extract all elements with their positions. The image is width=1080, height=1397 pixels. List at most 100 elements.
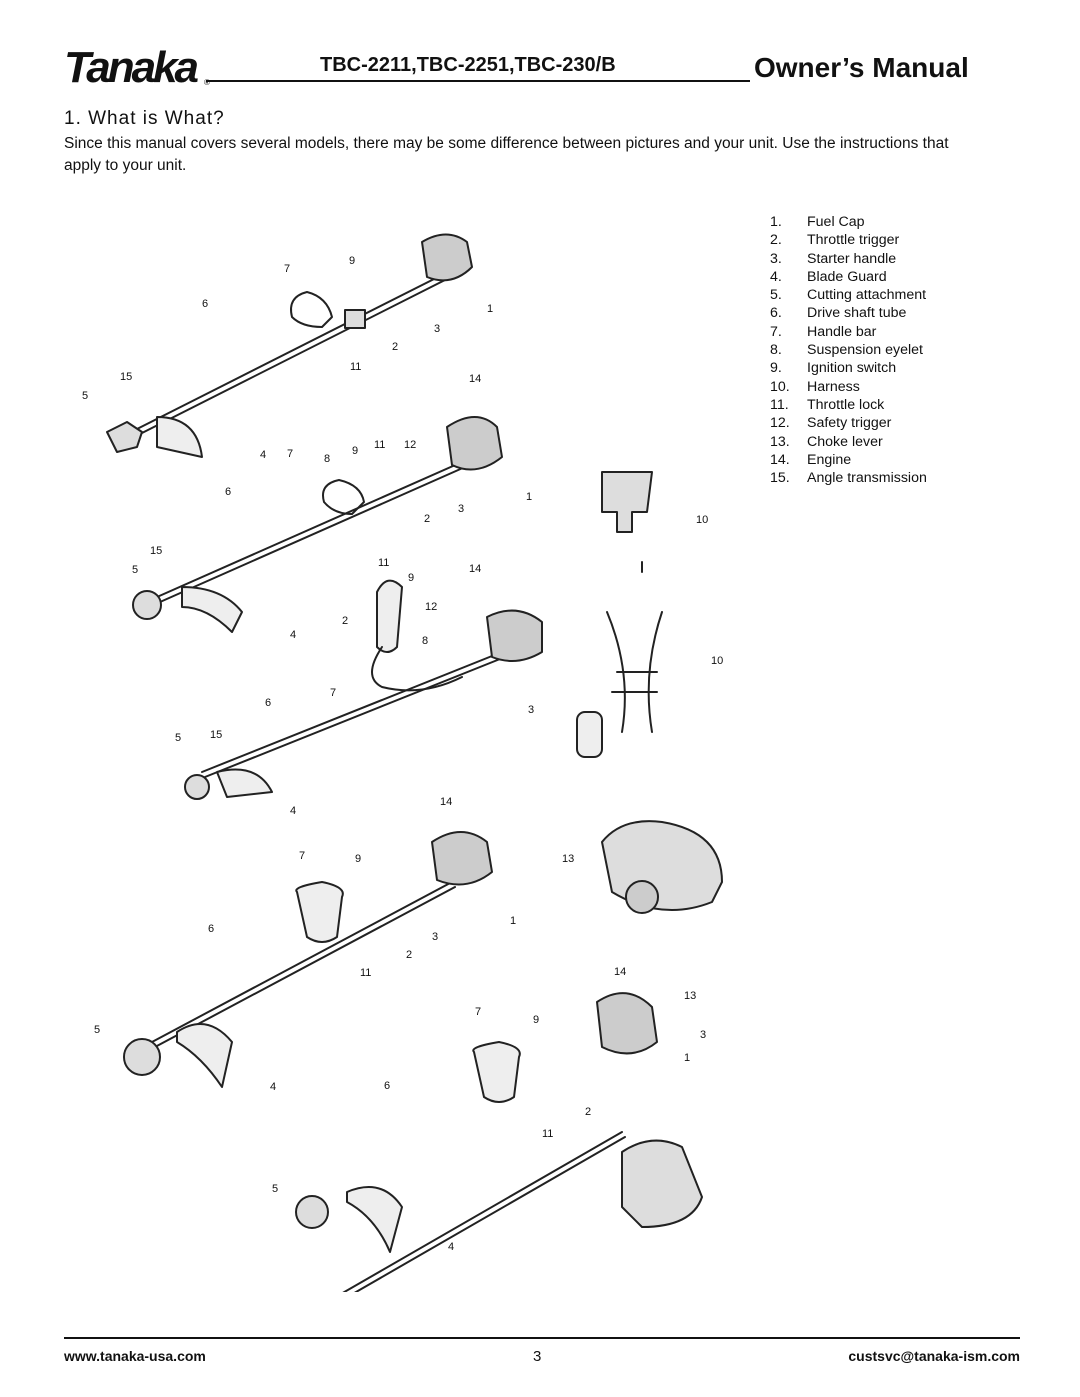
part-number: 14.: [770, 451, 790, 468]
parts-list-item: 2. Throttle trigger: [770, 231, 1010, 249]
part-label: Blade Guard: [807, 268, 887, 285]
unit-2-drawing: [132, 416, 503, 633]
callout: 4: [290, 629, 296, 641]
part-number: 13.: [770, 433, 790, 450]
parts-list-item: 12. Safety trigger: [770, 414, 1010, 432]
parts-list-item: 10. Harness: [770, 378, 1010, 396]
part-number: 2.: [770, 232, 782, 249]
brand-logo: Tanaka: [64, 43, 199, 92]
part-number: 4.: [770, 268, 782, 285]
callout: 4: [290, 805, 296, 817]
callout: 9: [408, 572, 414, 584]
callout: 5: [175, 732, 181, 744]
part-number: 9.: [770, 360, 782, 377]
callout: 9: [352, 445, 358, 457]
part-number: 5.: [770, 287, 782, 304]
callout: 1: [684, 1052, 690, 1064]
part-number: 15.: [770, 470, 790, 487]
callout: 5: [132, 564, 138, 576]
callout: 12: [425, 601, 437, 613]
callout: 1: [510, 915, 516, 927]
part-label: Ignition switch: [807, 360, 897, 377]
unit-3-drawing: [184, 579, 543, 800]
callout: 3: [432, 931, 438, 943]
callout: 3: [434, 323, 440, 335]
callout: 6: [208, 923, 214, 935]
callout: 13: [684, 990, 696, 1002]
callout: 7: [299, 850, 305, 862]
parts-list-item: 6.Drive shaft tube: [770, 304, 1010, 322]
callout: 10: [711, 655, 723, 667]
parts-list-item: 4. Blade Guard: [770, 268, 1010, 286]
callout: 7: [330, 687, 336, 699]
callout: 8: [324, 453, 330, 465]
page-header: Tanaka ® TBC-2211,TBC-2251,TBC-230/B Own…: [64, 28, 1020, 92]
callout: 15: [120, 371, 132, 383]
callout: 14: [469, 563, 481, 575]
parts-list-item: 13. Choke lever: [770, 433, 1010, 451]
model-numbers: TBC-2211,TBC-2251,TBC-230/B: [320, 54, 616, 76]
callout: 6: [265, 697, 271, 709]
part-number: 1.: [770, 214, 782, 230]
unit-1-drawing: [106, 233, 473, 458]
callout: 11: [360, 967, 371, 979]
callout: 12: [404, 439, 416, 451]
part-number: 8.: [770, 342, 782, 359]
header-rule: [206, 80, 750, 82]
callout: 11: [350, 361, 361, 373]
callout: 3: [458, 503, 464, 515]
website-link[interactable]: www.tanaka-usa.com: [64, 1348, 206, 1364]
callout: 2: [342, 615, 348, 627]
callout: 3: [700, 1029, 706, 1041]
part-label: Fuel Cap: [807, 214, 865, 230]
choke-detail-drawing: [601, 820, 723, 914]
part-label: Starter handle: [807, 250, 897, 267]
part-number: 10.: [770, 378, 790, 395]
harness-double-drawing: [576, 611, 663, 758]
callout: 6: [384, 1080, 390, 1092]
footer-rule: [64, 1337, 1020, 1339]
parts-list-item: 15. Angle transmission: [770, 469, 1010, 487]
callout: 6: [202, 298, 208, 310]
parts-list-item: 5. Cutting attachment: [770, 286, 1010, 304]
callout: 1: [487, 303, 493, 315]
callout: 5: [82, 390, 88, 402]
trimmer-illustration: 7 9 6 2 3 1 11 15 5 4 14 7 8 9 11 12 6 2…: [82, 233, 723, 1292]
callout: 14: [469, 373, 481, 385]
callout: 9: [355, 853, 361, 865]
part-label: Throttle trigger: [807, 232, 900, 249]
callout: 5: [94, 1024, 100, 1036]
callout: 7: [475, 1006, 481, 1018]
callout: 3: [528, 704, 534, 716]
part-label: Safety trigger: [807, 415, 892, 432]
engine-closeup-drawing: [621, 1139, 703, 1228]
part-label: Suspension eyelet: [807, 342, 923, 359]
part-label: Choke lever: [807, 433, 883, 450]
part-number: 11.: [770, 396, 789, 413]
callout: 7: [284, 263, 290, 275]
callout: 4: [448, 1241, 454, 1253]
section-heading: 1. What is What?: [64, 108, 225, 129]
callout: 2: [406, 949, 412, 961]
callout: 7: [287, 448, 293, 460]
manual-title: Owner’s Manual: [754, 52, 969, 83]
callout: 13: [562, 853, 574, 865]
harness-single-drawing: [601, 471, 653, 573]
part-number: 6.: [770, 305, 782, 322]
callout: 15: [150, 545, 162, 557]
callout: 2: [585, 1106, 591, 1118]
parts-list-item: 9. Ignition switch: [770, 359, 1010, 377]
page-number: 3: [533, 1348, 542, 1365]
callout: 11: [542, 1128, 553, 1140]
callout: 4: [270, 1081, 276, 1093]
part-label: Angle transmission: [807, 470, 927, 487]
part-number: 7.: [770, 323, 782, 340]
part-label: Harness: [807, 378, 860, 395]
unit-5-drawing: [295, 992, 658, 1292]
callout: 9: [533, 1014, 539, 1026]
part-number: 12.: [770, 415, 790, 432]
email-link[interactable]: custsvc@tanaka-ism.com: [848, 1348, 1020, 1364]
part-label: Cutting attachment: [807, 287, 927, 304]
registered-mark: ®: [204, 78, 210, 87]
